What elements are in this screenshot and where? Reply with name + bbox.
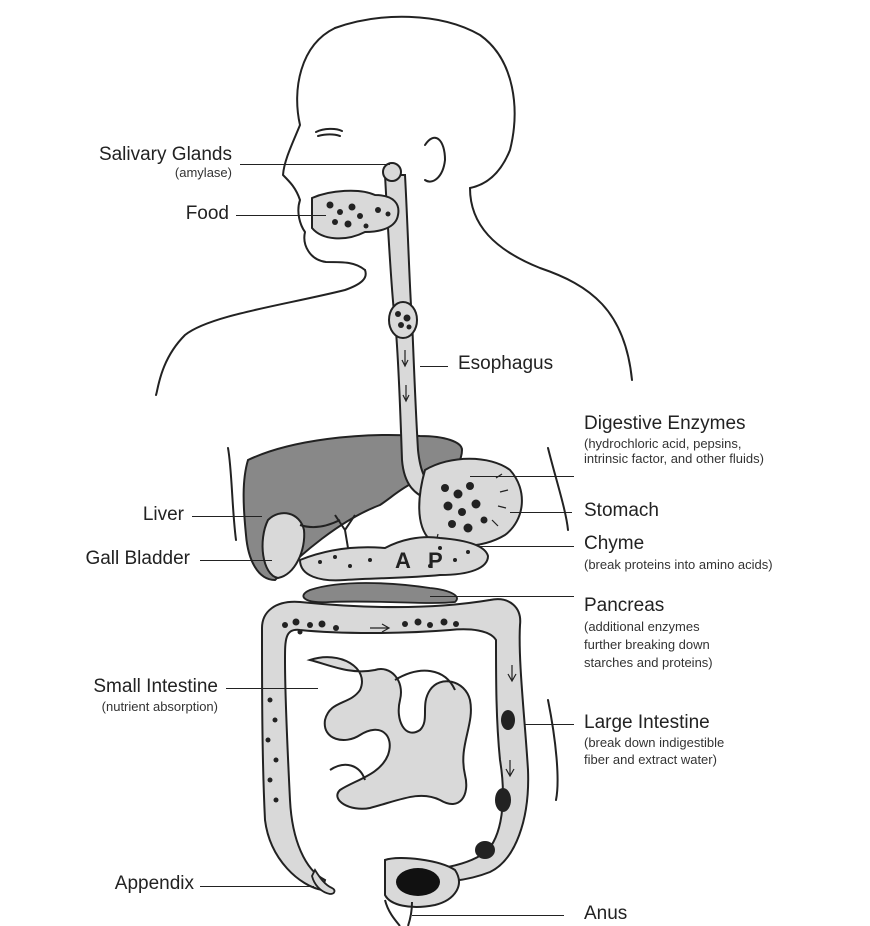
leader-food xyxy=(236,215,326,216)
label-gall-bladder: Gall Bladder xyxy=(85,548,190,570)
label-stomach: Stomach xyxy=(584,500,659,522)
leader-appendix xyxy=(200,886,314,887)
leader-large-intestine xyxy=(524,724,574,725)
stomach-organ xyxy=(419,459,522,546)
digestive-enzymes-note-1: (hydrochloric acid, pepsins, xyxy=(584,437,764,452)
label-esophagus: Esophagus xyxy=(458,353,553,375)
label-large-intestine: Large Intestine (break down indigestible… xyxy=(584,712,724,768)
mark-p: P xyxy=(428,548,443,573)
label-small-intestine: Small Intestine (nutrient absorption) xyxy=(93,676,218,715)
small-intestine-organ xyxy=(310,657,471,809)
appendix-organ xyxy=(312,870,334,894)
mark-a: A xyxy=(395,548,411,573)
salivary-glands-name: Salivary Glands xyxy=(99,144,232,165)
leader-small-intestine xyxy=(226,688,318,689)
label-digestive-enzymes: Digestive Enzymes (hydrochloric acid, pe… xyxy=(584,413,764,467)
leader-salivary-glands xyxy=(240,164,390,165)
small-intestine-name: Small Intestine xyxy=(93,676,218,697)
large-intestine-note-2: fiber and extract water) xyxy=(584,753,724,768)
pancreas-note-3: starches and proteins) xyxy=(584,656,713,671)
label-appendix: Appendix xyxy=(115,873,194,895)
leader-stomach xyxy=(510,512,572,513)
anus-name: Anus xyxy=(584,903,627,924)
appendix-name: Appendix xyxy=(115,873,194,894)
leader-anus xyxy=(412,915,564,916)
pancreas-organ xyxy=(300,537,488,612)
label-salivary-glands: Salivary Glands (amylase) xyxy=(99,144,232,181)
pancreas-note-2: further breaking down xyxy=(584,638,713,653)
salivary-glands-note: (amylase) xyxy=(99,166,232,181)
label-pancreas: Pancreas (additional enzymes further bre… xyxy=(584,595,713,671)
esophagus-name: Esophagus xyxy=(458,353,553,374)
chyme-name: Chyme xyxy=(584,533,644,554)
digestive-enzymes-name: Digestive Enzymes xyxy=(584,413,746,434)
leader-liver xyxy=(192,516,262,517)
gall-bladder-organ xyxy=(263,513,305,578)
label-chyme: Chyme (break proteins into amino acids) xyxy=(584,533,773,573)
small-intestine-note: (nutrient absorption) xyxy=(93,700,218,715)
pancreas-name: Pancreas xyxy=(584,595,664,616)
leader-gall-bladder xyxy=(200,560,272,561)
large-intestine-name: Large Intestine xyxy=(584,712,710,733)
label-anus: Anus xyxy=(584,903,627,925)
chyme-note: (break proteins into amino acids) xyxy=(584,558,773,573)
leader-digestive-enzymes xyxy=(470,476,574,477)
leader-esophagus xyxy=(420,366,448,367)
mouth-food xyxy=(312,163,401,238)
leader-chyme xyxy=(478,546,574,547)
pancreas-note-1: (additional enzymes xyxy=(584,620,713,635)
stomach-name: Stomach xyxy=(584,500,659,521)
large-intestine-note-1: (break down indigestible xyxy=(584,736,724,751)
label-liver: Liver xyxy=(143,504,184,526)
gall-bladder-name: Gall Bladder xyxy=(85,548,190,569)
food-name: Food xyxy=(186,203,229,224)
digestive-enzymes-note-2: intrinsic factor, and other fluids) xyxy=(584,452,764,467)
liver-name: Liver xyxy=(143,504,184,525)
label-food: Food xyxy=(186,203,229,225)
leader-pancreas xyxy=(430,596,574,597)
